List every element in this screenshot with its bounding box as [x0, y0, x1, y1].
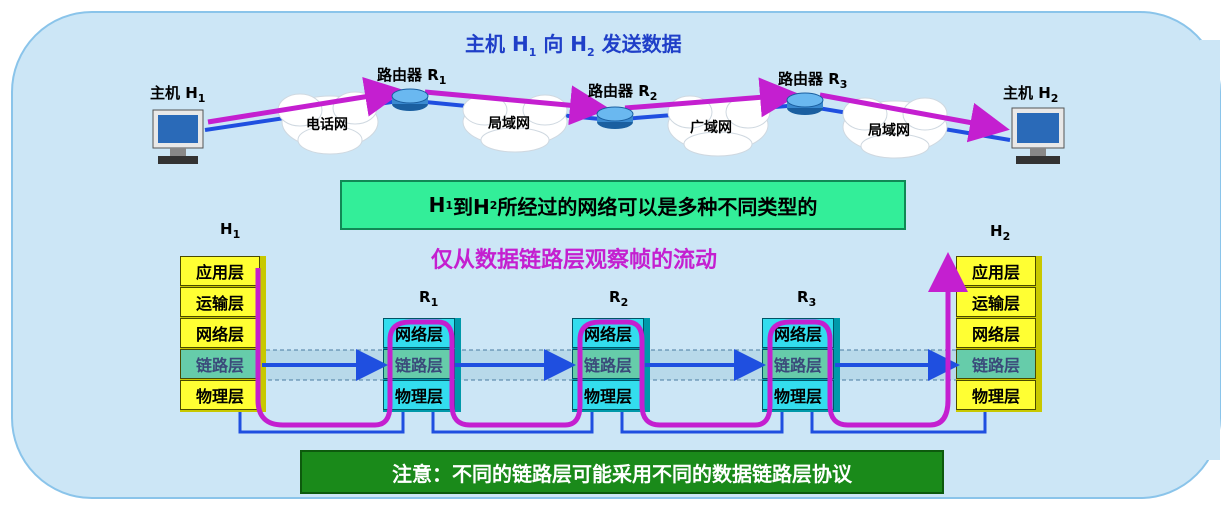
- link-layer-title: 仅从数据链路层观察帧的流动: [431, 248, 718, 273]
- h2-stack-label: H2: [990, 222, 1011, 243]
- r3-stack-label: R3: [797, 288, 817, 309]
- h2-protocol-stack: 应用层 运输层 网络层 链路层 物理层: [956, 256, 1042, 412]
- cloud2-label: 局域网: [488, 116, 530, 132]
- cloud-lan-2: [842, 97, 948, 159]
- cloud3-label: 广域网: [690, 120, 732, 136]
- h1-physical-layer: 物理层: [180, 380, 260, 410]
- r3-link-layer: 链路层: [762, 349, 834, 379]
- computer-icon: [152, 109, 204, 164]
- r2-stack-label: R2: [609, 288, 629, 309]
- h2-transport-layer: 运输层: [956, 287, 1036, 317]
- r2-protocol-stack: 网络层 链路层 物理层: [572, 318, 650, 412]
- r3-protocol-stack: 网络层 链路层 物理层: [762, 318, 840, 412]
- r1-stack-label: R1: [419, 288, 439, 309]
- h1-application-layer: 应用层: [180, 256, 260, 286]
- h2-network-layer: 网络层: [956, 318, 1036, 348]
- h1-protocol-stack: 应用层 运输层 网络层 链路层 物理层: [180, 256, 266, 412]
- router-icon: [786, 92, 824, 115]
- host1-label: 主机 H1: [150, 84, 206, 105]
- r2-physical-layer: 物理层: [572, 380, 644, 410]
- host2-label: 主机 H2: [1003, 84, 1059, 105]
- frame-path: [255, 252, 968, 428]
- h1-stack-label: H1: [220, 220, 241, 241]
- cloud1-label: 电话网: [306, 117, 348, 133]
- note-banner: 注意：不同的链路层可能采用不同的数据链路层协议: [300, 450, 944, 494]
- r1-link-layer: 链路层: [383, 349, 455, 379]
- router2-label: 路由器 R2: [588, 82, 658, 103]
- router1-label: 路由器 R1: [377, 66, 447, 87]
- h2-application-layer: 应用层: [956, 256, 1036, 286]
- router-icon: [596, 106, 634, 129]
- computer-icon: [1011, 107, 1065, 164]
- r1-physical-layer: 物理层: [383, 380, 455, 410]
- r3-physical-layer: 物理层: [762, 380, 834, 410]
- physical-link: [238, 408, 405, 434]
- h2-link-layer: 链路层: [956, 349, 1036, 379]
- r2-link-layer: 链路层: [572, 349, 644, 379]
- physical-link: [810, 408, 987, 434]
- router-icon: [391, 88, 429, 111]
- router3-label: 路由器 R3: [778, 70, 848, 91]
- h1-transport-layer: 运输层: [180, 287, 260, 317]
- cloud4-label: 局域网: [868, 123, 910, 139]
- data-path-arrow: [207, 77, 405, 125]
- h1-network-layer: 网络层: [180, 318, 260, 348]
- page-title: 主机 H1 向 H2 发送数据: [465, 32, 682, 59]
- physical-link: [620, 408, 784, 434]
- physical-link: [431, 408, 594, 434]
- h2-physical-layer: 物理层: [956, 380, 1036, 410]
